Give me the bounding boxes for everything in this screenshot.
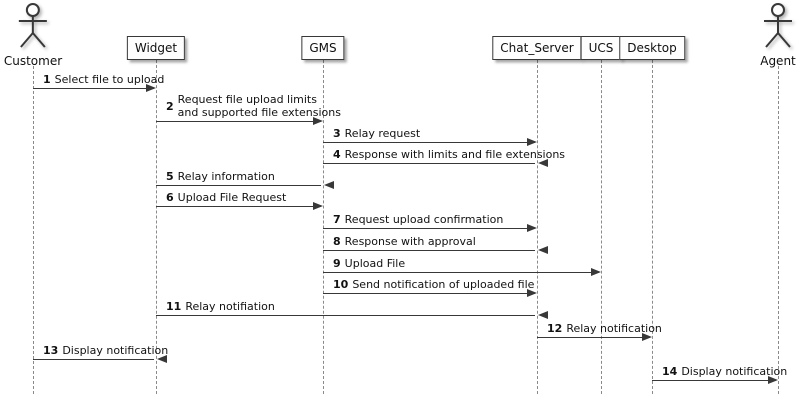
arrowhead-icon: [768, 376, 778, 384]
lifeline-widget: [156, 60, 157, 394]
participant-actor-agent: Agent: [759, 3, 797, 68]
message-arrow-1: [33, 88, 154, 89]
message-arrow-8: [323, 250, 535, 251]
arrowhead-icon: [313, 202, 323, 210]
message-arrow-5: [156, 185, 321, 186]
lifeline-chat-server: [537, 60, 538, 394]
arrowhead-icon: [527, 224, 537, 232]
message-arrow-3: [323, 142, 535, 143]
message-number: 14: [662, 365, 678, 378]
message-number: 6: [166, 191, 174, 204]
message-text: Send notification of uploaded file: [352, 278, 535, 291]
lifeline-customer: [33, 66, 34, 394]
arrowhead-icon: [146, 84, 156, 92]
lifeline-desktop: [652, 60, 653, 394]
lifeline-ucs: [601, 60, 602, 394]
actor-icon: [759, 3, 797, 53]
arrowhead-icon: [591, 268, 601, 276]
message-text: Relay information: [177, 170, 275, 183]
message-arrow-12: [537, 337, 650, 338]
participant-label-customer: Customer: [3, 54, 63, 68]
participant-actor-customer: Customer: [4, 3, 62, 68]
message-arrow-13: [33, 359, 154, 360]
lifeline-gms: [323, 60, 324, 394]
message-arrow-4: [323, 163, 535, 164]
message-text: Display notification: [681, 365, 788, 378]
message-number: 13: [43, 344, 59, 357]
message-arrow-14: [652, 380, 776, 381]
lifeline-agent: [778, 66, 779, 394]
arrowhead-icon: [527, 138, 537, 146]
message-arrow-10: [323, 293, 535, 294]
message-number: 4: [333, 148, 341, 161]
arrowhead-icon: [324, 181, 334, 189]
message-arrow-11: [156, 315, 535, 316]
participant-box-ucs: UCS: [580, 36, 622, 60]
message-text: Response with approval: [344, 235, 476, 248]
arrowhead-icon: [642, 333, 652, 341]
message-text: Relay notification: [566, 322, 662, 335]
message-arrow-6: [156, 206, 321, 207]
message-number: 9: [333, 257, 341, 270]
participant-box-widget: Widget: [126, 36, 186, 60]
arrowhead-icon: [538, 246, 548, 254]
message-text: Request upload confirmation: [344, 213, 504, 226]
participant-box-gms: GMS: [301, 36, 345, 60]
message-arrow-9: [323, 272, 599, 273]
message-text: Relay request: [344, 127, 421, 140]
message-number: 2: [166, 99, 174, 113]
arrowhead-icon: [313, 117, 323, 125]
message-arrow-7: [323, 228, 535, 229]
message-text: Upload File: [344, 257, 406, 270]
message-text: Upload File Request: [177, 191, 287, 204]
arrowhead-icon: [538, 311, 548, 319]
message-number: 12: [547, 322, 563, 335]
participant-box-desktop: Desktop: [619, 36, 685, 60]
message-number: 1: [43, 73, 51, 86]
message-text: Response with limits and file extensions: [344, 148, 566, 161]
message-number: 7: [333, 213, 341, 226]
message-number: 5: [166, 170, 174, 183]
participant-label-agent: Agent: [760, 54, 796, 68]
message-number: 11: [166, 300, 182, 313]
message-number: 10: [333, 278, 349, 291]
message-text: Display notification: [62, 344, 169, 357]
arrowhead-icon: [527, 289, 537, 297]
message-text: Relay notifiation: [185, 300, 275, 313]
arrowhead-icon: [157, 355, 167, 363]
arrowhead-icon: [538, 159, 548, 167]
actor-icon: [14, 3, 52, 53]
participant-box-chat-server: Chat_Server: [492, 36, 582, 60]
message-number: 3: [333, 127, 341, 140]
message-text: Select file to upload: [54, 73, 165, 86]
message-number: 8: [333, 235, 341, 248]
message-arrow-2: [156, 121, 321, 122]
